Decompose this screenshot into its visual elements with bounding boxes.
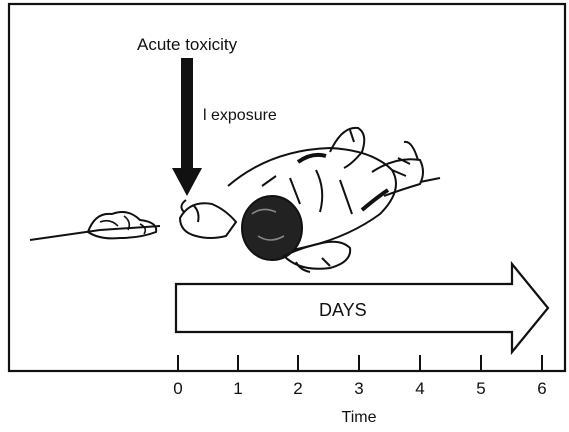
tick-label: 2 xyxy=(293,379,302,398)
tick-label: 4 xyxy=(415,379,424,398)
days-label: DAYS xyxy=(319,300,367,320)
axis-title: Time xyxy=(342,409,377,426)
acute-toxicity-label: Acute toxicity xyxy=(137,35,238,54)
tick-label: 6 xyxy=(537,379,546,398)
exposure-label: l exposure xyxy=(203,107,277,124)
collapsed-person-icon xyxy=(180,128,423,272)
spilled-container-icon xyxy=(88,212,156,238)
tick-label: 3 xyxy=(354,379,363,398)
tick-label: 1 xyxy=(233,379,242,398)
tick-label: 0 xyxy=(173,379,182,398)
exposure-arrow xyxy=(172,58,202,196)
ground-line xyxy=(30,226,160,240)
tick-label: 5 xyxy=(476,379,485,398)
time-axis xyxy=(178,355,542,371)
